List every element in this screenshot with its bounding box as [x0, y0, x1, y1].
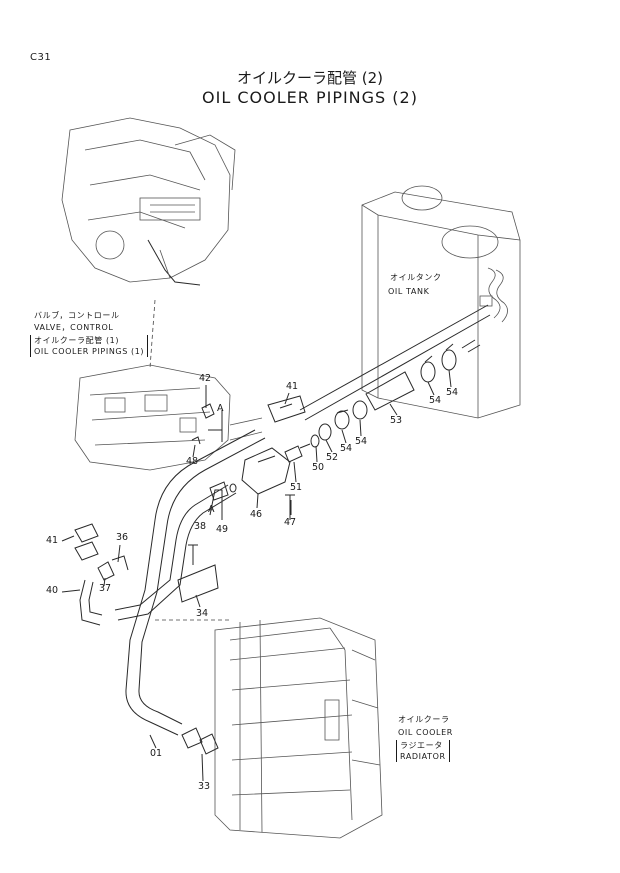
oil-cooler-label-en: OIL COOLER: [398, 728, 453, 737]
fittings-38-49: [191, 403, 237, 501]
callout-41-top: 41: [286, 381, 299, 392]
callout-49: 49: [216, 524, 229, 535]
engine-pump-sketch: [61, 117, 236, 286]
callout-37: 37: [99, 583, 112, 594]
reference-note-jp: オイルクーラ配管 (1): [34, 336, 120, 345]
page-code: C31: [30, 52, 52, 63]
callout-41-left: 41: [46, 535, 59, 546]
callout-54-a: 54: [340, 443, 353, 454]
callout-51: 51: [290, 482, 303, 493]
callout-36: 36: [116, 532, 129, 543]
oil-tank-label-jp: オイルタンク: [390, 273, 442, 282]
radiator-cooler-sketch: [214, 617, 383, 839]
callout-a-2: A: [208, 504, 215, 515]
clamps-left: [74, 523, 129, 626]
callout-54-b: 54: [355, 436, 368, 447]
callout-01: 01: [150, 748, 163, 759]
radiator-note: ラジエータ RADIATOR: [396, 740, 450, 762]
callout-38: 38: [194, 521, 207, 532]
fitting-33: [181, 727, 219, 755]
callout-54-c: 54: [429, 395, 442, 406]
radiator-label-en: RADIATOR: [400, 752, 446, 761]
callout-50: 50: [312, 462, 325, 473]
page-title-japanese: オイルクーラ配管 (2): [236, 69, 384, 87]
callout-40: 40: [46, 585, 59, 596]
oil-tank-sketch: [361, 185, 521, 419]
radiator-label-jp: ラジエータ: [400, 741, 443, 750]
valve-label-en: VALVE，CONTROL: [34, 323, 114, 332]
oil-cooler-label-jp: オイルクーラ: [398, 715, 450, 724]
callout-47: 47: [284, 517, 297, 528]
callout-42: 42: [199, 373, 212, 384]
oil-tank-label-en: OIL TANK: [388, 287, 430, 296]
callout-52: 52: [326, 452, 339, 463]
valve-label-jp: バルブ，コントロール: [34, 311, 120, 320]
tank-return-tube: [299, 304, 491, 421]
callout-48: 48: [186, 456, 199, 467]
reference-note: オイルクーラ配管 (1) OIL COOLER PIPINGS (1): [30, 335, 149, 357]
bracket-34: [177, 544, 219, 603]
block-46: [241, 447, 295, 520]
callout-53: 53: [390, 415, 403, 426]
main-pipe-01: [114, 429, 266, 736]
callout-54-d: 54: [446, 387, 459, 398]
callout-33: 33: [198, 781, 211, 792]
page-title-english: OIL COOLER PIPINGS (2): [202, 88, 418, 107]
control-valve-sketch: [74, 364, 263, 471]
callout-a-1: A: [217, 403, 224, 414]
callout-34: 34: [196, 608, 209, 619]
reference-note-en: OIL COOLER PIPINGS (1): [34, 347, 145, 356]
callout-46: 46: [250, 509, 263, 520]
leader-lines: [61, 299, 452, 782]
